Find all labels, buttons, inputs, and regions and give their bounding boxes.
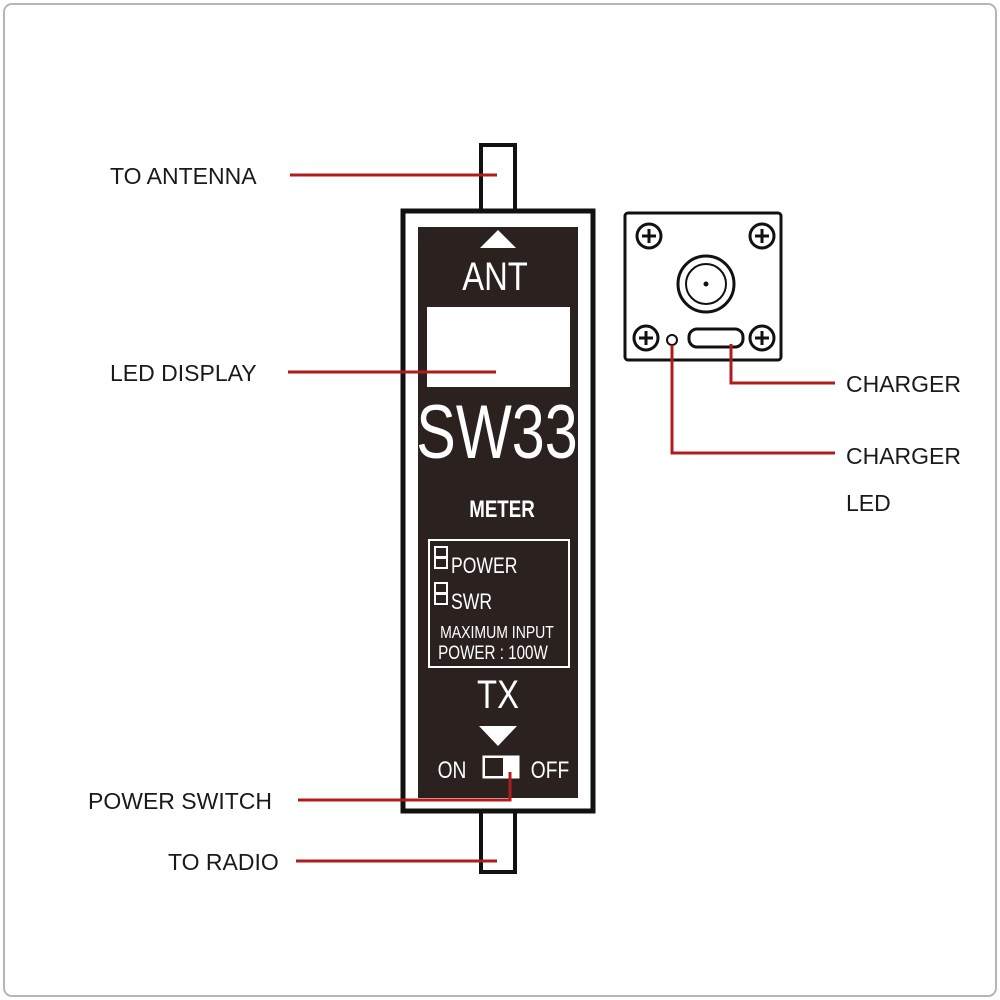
rf-connector-icon [676,254,736,314]
leader-lines [288,173,835,863]
charging-port-icon [687,327,745,349]
mode-box [428,539,570,668]
label-to-antenna: TO ANTENNA [110,163,257,189]
tx-down-arrow [479,726,517,746]
switch-off-label: OFF [531,756,569,784]
led-display-window [427,307,570,387]
max-input-line2: POWER : 100W [438,641,548,663]
screw-top-right-icon [748,222,776,250]
ant-label: ANT [462,254,528,299]
swr-checkbox-bottom [434,593,448,605]
ant-up-arrow [480,230,516,248]
label-charger-led-line2: LED [846,490,891,516]
label-charger-led-line1: CHARGER [846,443,961,469]
max-input-line1: MAXIMUM INPUT [440,622,554,642]
mode-swr-label: SWR [451,590,492,614]
charger-led-icon [666,334,678,346]
screw-bottom-right-icon [748,324,776,352]
leader-power-switch [298,772,512,802]
mode-power-label: POWER [451,554,517,578]
meter-label: METER [469,496,535,523]
tx-label: TX [477,672,519,717]
label-to-radio: TO RADIO [168,849,279,875]
screw-bottom-left-icon [632,324,660,352]
leader-charger [729,344,835,385]
antenna-connector [479,143,517,215]
label-power-switch: POWER SWITCH [88,788,272,814]
power-checkbox-bottom [434,557,448,569]
screw-top-left-icon [635,222,663,250]
leader-charger-led [670,345,835,455]
model-name: SW33 [416,390,577,475]
switch-on-label: ON [438,756,467,784]
label-charger: CHARGER [846,371,961,397]
power-switch-knob [485,758,503,776]
label-led-display: LED DISPLAY [110,360,257,386]
